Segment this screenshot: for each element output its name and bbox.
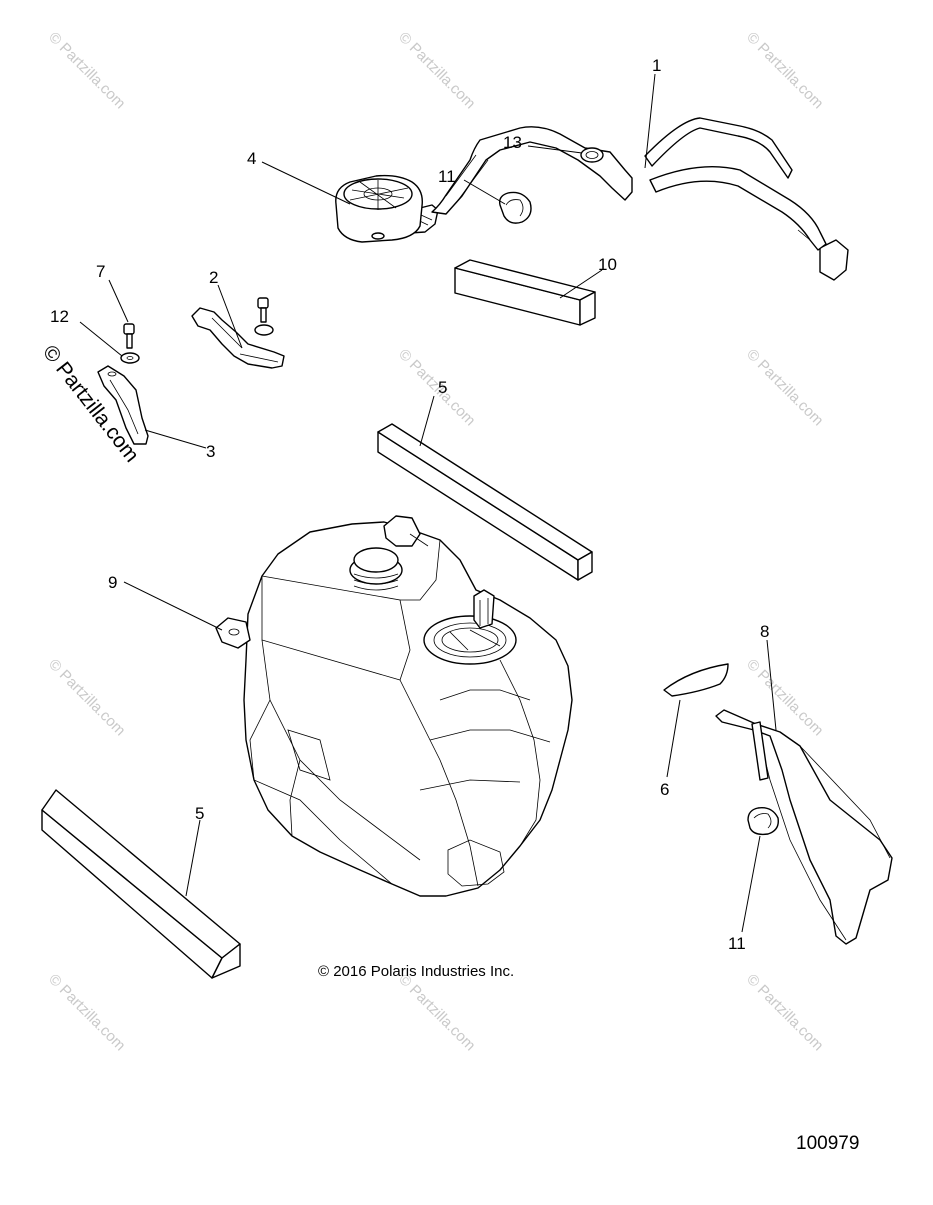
watermark: © Partzilla.com	[743, 971, 826, 1054]
callout-5-lower[interactable]: 5	[195, 804, 204, 823]
copyright-notice: © 2016 Polaris Industries Inc.	[318, 963, 515, 980]
callout-12[interactable]: 12	[50, 307, 69, 326]
callout-3[interactable]: 3	[206, 442, 215, 461]
watermark: © Partzilla.com	[743, 346, 826, 429]
callout-11-lower[interactable]: 11	[728, 934, 746, 953]
callout-labels: 1 13 11 4 10 7 12 2 3 5 9 5 6 8 11	[50, 56, 769, 953]
watermark: © Partzilla.com	[395, 971, 478, 1054]
watermark: © Partzilla.com	[743, 29, 826, 112]
watermark: © Partzilla.com	[395, 346, 478, 429]
part-11-clamp-top[interactable]	[498, 191, 532, 224]
callout-1[interactable]: 1	[652, 56, 661, 75]
part-13-grommet[interactable]	[580, 147, 604, 163]
callout-2[interactable]: 2	[209, 268, 218, 287]
part-8-hose[interactable]	[715, 709, 893, 945]
callout-10[interactable]: 10	[598, 255, 617, 274]
watermark: © Partzilla.com	[45, 971, 128, 1054]
part-11-clamp-lower[interactable]	[747, 807, 779, 836]
part-10-foam-block[interactable]	[454, 259, 596, 326]
callout-8[interactable]: 8	[760, 622, 769, 641]
part-5-foam-strip-lower[interactable]	[41, 789, 241, 979]
callout-13[interactable]: 13	[503, 133, 522, 152]
part-1-vent-hose[interactable]	[397, 117, 849, 281]
watermark: © Partzilla.com	[45, 29, 128, 112]
callout-9[interactable]: 9	[108, 573, 117, 592]
callout-5-upper[interactable]: 5	[438, 378, 447, 397]
part-2-bracket[interactable]	[191, 297, 285, 369]
part-3-bracket[interactable]	[97, 365, 149, 445]
callout-6[interactable]: 6	[660, 780, 669, 799]
part-6-gasket[interactable]	[663, 663, 729, 697]
callout-11[interactable]: 11	[438, 167, 456, 186]
callout-7[interactable]: 7	[96, 262, 105, 281]
callout-4[interactable]: 4	[247, 149, 256, 168]
part-5-foam-strip-upper[interactable]	[377, 423, 593, 581]
part-7-bolt[interactable]	[123, 323, 135, 349]
watermark: © Partzilla.com	[395, 29, 478, 112]
leader-lines	[79, 73, 777, 933]
diagram-number: 100979	[796, 1133, 860, 1154]
part-9-fuel-tank[interactable]	[215, 515, 573, 897]
watermark: © Partzilla.com	[45, 656, 128, 739]
part-12-washer[interactable]	[120, 352, 140, 364]
part-4-fuel-cap[interactable]	[335, 174, 423, 243]
